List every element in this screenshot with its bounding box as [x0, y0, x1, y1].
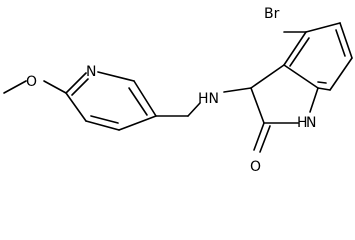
bond-pyr-c6-n-double	[71, 78, 89, 96]
bond-c4-c5	[305, 22, 341, 33]
bond-o-pyridine	[43, 80, 67, 94]
bond-c5-c6	[339, 22, 353, 59]
bond-pyr-c5-c6	[65, 92, 87, 122]
molecule-svg: Br HN N O H N O	[3, 6, 353, 175]
bond-c5-c6-double	[335, 29, 346, 57]
bond-pyr-c2-c3	[133, 80, 157, 117]
bond-c3a-c4	[283, 31, 307, 66]
bond-c2-o-double	[259, 125, 271, 153]
bond-c3a-c7a	[283, 64, 319, 89]
bond-pyr-c4-c5-double	[90, 115, 119, 124]
bond-c6-c7	[329, 57, 353, 91]
bond-nh-c3	[223, 87, 252, 93]
bond-pyr-c2-c3-double	[128, 87, 148, 116]
bond-c7-c7a	[317, 87, 331, 91]
atom-label-br: Br	[264, 6, 280, 22]
atom-label-hn-amine: HN	[198, 91, 219, 107]
atom-label-carbonyl-o: O	[250, 159, 261, 175]
bond-pyr-c3-c4	[118, 115, 157, 131]
bond-c3-c2	[250, 87, 265, 124]
bond-c3a-c4-double	[289, 37, 310, 67]
bond-n1-c7a	[309, 87, 319, 113]
bond-c3-c3a	[250, 64, 285, 89]
bond-pyr-c4-c5	[85, 120, 120, 131]
bond-c2-o	[253, 122, 265, 151]
bond-pyr-c6-n	[65, 72, 87, 94]
atom-label-methoxy-o: O	[26, 74, 37, 90]
atom-label-pyridine-n: N	[86, 64, 96, 80]
atom-label-lactam-n: N	[306, 115, 316, 131]
bond-pyr-n-c2	[97, 71, 135, 82]
molecule-structure-drawing: Br HN N O H N O	[3, 6, 353, 175]
atom-label-layer: Br HN N O H N O	[26, 6, 316, 175]
atom-label-lactam-h: H	[297, 115, 308, 131]
bond-methyl-o	[3, 80, 27, 94]
bond-layer	[3, 22, 353, 153]
bond-ch2-nh	[187, 102, 201, 117]
bond-c7-c7a-double	[317, 81, 327, 84]
